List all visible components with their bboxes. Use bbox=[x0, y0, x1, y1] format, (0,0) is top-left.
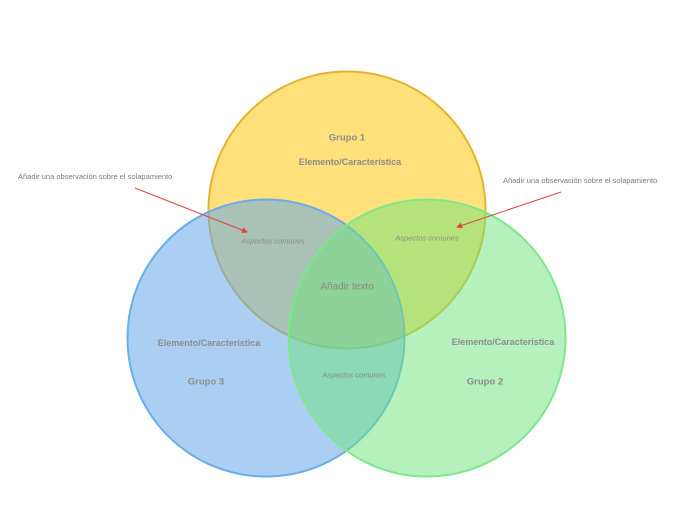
grupo-1-item[interactable]: Elemento/Característica bbox=[298, 157, 402, 167]
annotation-arrow-left bbox=[134, 187, 248, 233]
circle-grupo-2[interactable] bbox=[287, 198, 567, 478]
annotation-right[interactable]: Añadir una observación sobre el solapami… bbox=[503, 176, 658, 185]
grupo-1-title[interactable]: Grupo 1 bbox=[328, 132, 366, 144]
grupo-3-title[interactable]: Grupo 3 bbox=[187, 376, 225, 388]
overlap-2-3-label[interactable]: Aspectos comunes bbox=[322, 370, 386, 380]
center-text[interactable]: Añadir texto bbox=[320, 281, 374, 293]
grupo-2-title[interactable]: Grupo 2 bbox=[466, 376, 504, 388]
overlap-1-3-label[interactable]: Aspectos comunes bbox=[241, 236, 305, 246]
annotation-left[interactable]: Añadir una observación sobre el solapami… bbox=[18, 172, 173, 181]
grupo-3-item[interactable]: Elemento/Característica bbox=[157, 338, 261, 348]
annotation-arrow-right bbox=[456, 191, 562, 229]
grupo-2-item[interactable]: Elemento/Característica bbox=[451, 337, 555, 347]
overlap-1-2-label[interactable]: Aspectos comunes bbox=[395, 233, 459, 243]
